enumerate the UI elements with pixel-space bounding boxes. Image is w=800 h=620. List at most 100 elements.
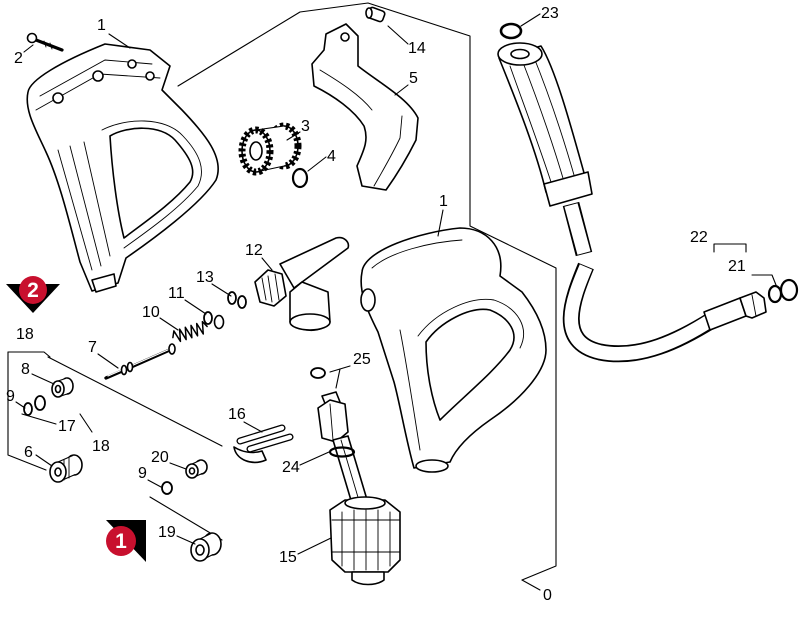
ring (227, 291, 237, 305)
callout-part-14: 14 (408, 40, 426, 57)
housing-trigger-opening (109, 127, 194, 239)
hose-assembly (497, 42, 767, 363)
callout-part-2: 2 (14, 50, 23, 67)
gun-side-ridge (399, 329, 421, 451)
hose-segment-lower-fill (564, 264, 715, 361)
leader-part-21 (751, 274, 777, 286)
hex-nut-edge (751, 294, 757, 317)
nut-thread-end (351, 571, 385, 586)
leader-part-20 (169, 462, 187, 470)
callout-part-13: 13 (196, 269, 214, 286)
gun-inner-rim (417, 298, 524, 349)
leader-part-19 (176, 535, 196, 545)
cylinder-edge (199, 532, 213, 540)
hose-segment-lower (562, 262, 717, 363)
o-ring (328, 446, 356, 458)
leader-part-8 (31, 373, 55, 385)
part-11-rings (203, 311, 225, 330)
badge-2-circle (19, 276, 47, 304)
cylinder-edge (57, 454, 75, 463)
group-18-side-line (7, 351, 47, 471)
housing-boss (127, 59, 137, 69)
part-16-pins (233, 424, 294, 464)
housing-boss (52, 92, 64, 104)
trigger-face-line (373, 115, 403, 187)
callout-part-25: 25 (353, 351, 371, 368)
leader-part-25-bracket (335, 368, 341, 389)
nozzle-thread (261, 277, 267, 301)
part-12-nozzle (254, 236, 350, 332)
bushing-bore (188, 467, 196, 475)
valve-hex-edge (329, 403, 334, 441)
leader-part-1-gun (437, 209, 444, 237)
part-23-o-ring (499, 22, 523, 40)
part-6-cylinder (49, 454, 83, 483)
nozzle-tube (279, 236, 350, 289)
ring (203, 311, 213, 325)
leader-part-7 (97, 353, 119, 369)
valve-assembly (317, 391, 369, 508)
callout-labels: 1 2 14 5 3 4 23 1 22 21 12 13 11 10 7 18… (6, 5, 746, 604)
trigger-face-line (319, 69, 373, 111)
callout-part-3: 3 (301, 118, 310, 135)
leader-part-6 (35, 454, 53, 467)
nut-outline (329, 499, 401, 573)
group-18-bracket (7, 351, 51, 358)
left-group-frame-line (47, 356, 223, 447)
badge-1: 1 (106, 520, 146, 562)
callout-part-19: 19 (158, 524, 176, 541)
o-ring (310, 367, 326, 379)
leader-part-3 (286, 131, 301, 141)
spring-coil (172, 320, 208, 343)
o-ring-large (779, 278, 799, 302)
part-1-gun-body (360, 227, 547, 473)
badge-1-number: 1 (115, 530, 127, 553)
part-5-trigger (311, 23, 419, 191)
callout-part-6: 6 (24, 444, 33, 461)
leader-part-9-left (15, 401, 26, 409)
main-frame-outline (177, 2, 557, 581)
trigger-pivot-hole (340, 32, 350, 42)
hose-segment-upper-fill (564, 203, 591, 255)
badge-1-circle (106, 526, 136, 556)
grip-rib (69, 145, 102, 267)
callout-part-21: 21 (728, 258, 746, 275)
rod-collar (120, 364, 128, 376)
ring (23, 402, 33, 416)
callout-part-17: 17 (58, 418, 76, 435)
grip-foot (91, 273, 117, 293)
part-15-nut (329, 496, 401, 586)
rod-shaft (104, 347, 174, 380)
part-13-rings (227, 291, 247, 309)
leader-part-17-bracket (21, 413, 57, 425)
hose-ferrule (543, 171, 593, 207)
callout-part-15: 15 (279, 549, 297, 566)
part-3-gear (238, 122, 302, 176)
part-24-o-ring (328, 446, 356, 458)
part-8-bushing (51, 377, 74, 398)
part-9-rings-left (23, 395, 46, 416)
housing-boss (145, 71, 155, 81)
callout-part-18-lower: 18 (92, 438, 110, 455)
leader-part-12 (261, 257, 273, 271)
callout-part-9-left: 9 (6, 388, 15, 405)
gun-top-ridge (371, 239, 463, 269)
pin-end (365, 7, 373, 19)
pin-fill (247, 434, 293, 452)
screw-thread (49, 42, 53, 50)
bushing (213, 314, 225, 330)
callout-part-5: 5 (409, 70, 418, 87)
nozzle-hex-nut (254, 269, 287, 307)
part-1-upper-housing (26, 43, 219, 293)
housing-boss (92, 70, 104, 82)
screw-thread (43, 40, 47, 48)
callout-part-1-upper: 1 (97, 17, 106, 34)
o-ring-small (767, 284, 783, 304)
part-9-ring-lower (161, 481, 173, 495)
nozzle-thread (274, 273, 280, 301)
leader-part-13 (211, 283, 232, 297)
hose-grip-bore (510, 48, 530, 60)
rod-shaft-highlight (107, 348, 171, 377)
leader-part-1-upper (108, 33, 131, 49)
